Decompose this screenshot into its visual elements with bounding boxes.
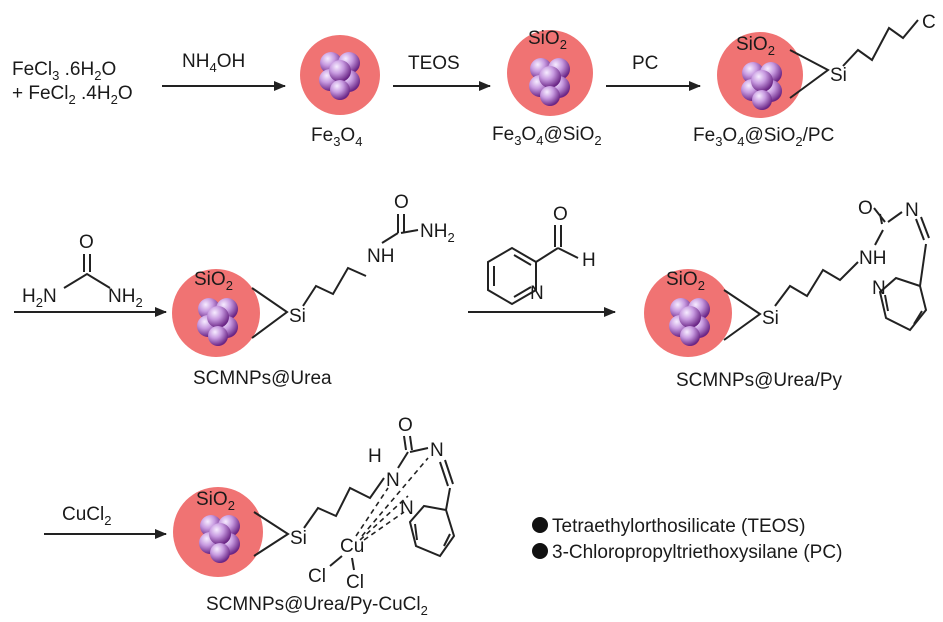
imine-n: N — [430, 440, 444, 461]
shell-label-sio2: SiO2 — [736, 34, 775, 58]
reagent-ammonium-hydroxide: NH4OH — [182, 51, 245, 75]
legend: Tetraethylorthosilicate (TEOS) 3-Chlorop… — [532, 516, 842, 563]
pyridine-n: N — [400, 498, 414, 519]
shell-label-sio2: SiO2 — [528, 28, 567, 52]
aldehyde-h: H — [582, 250, 596, 271]
nanoparticle-fe3o4-sio2 — [507, 30, 593, 116]
siloxane-bonds — [789, 49, 830, 99]
amide-h: H — [368, 446, 382, 467]
pyridine-n: N — [530, 283, 544, 304]
atom-si: Si — [289, 306, 306, 327]
atom-si: Si — [290, 528, 307, 549]
carbonyl-o: O — [398, 415, 413, 436]
pyridine-ring — [878, 243, 928, 332]
carbonyl-o: O — [858, 198, 873, 219]
label-fe3o4: Fe3O4 — [311, 125, 362, 149]
urea-nh: NH — [367, 246, 394, 267]
label-scmnps-urea-py: SCMNPs@Urea/Py — [676, 370, 843, 391]
legend-teos: Tetraethylorthosilicate (TEOS) — [552, 516, 805, 537]
propyl-chain — [842, 19, 919, 67]
reagent-pc: PC — [632, 53, 658, 74]
shell-label-sio2: SiO2 — [194, 269, 233, 293]
reagent-teos: TEOS — [408, 53, 460, 74]
propyl-chain — [774, 261, 859, 307]
urea-terminal-nh2: NH2 — [420, 221, 455, 245]
shell-label-sio2: SiO2 — [196, 489, 235, 513]
label-scmnps-urea-py-cucl2: SCMNPs@Urea/Py-CuCl2 — [206, 594, 428, 617]
atom-si: Si — [762, 308, 779, 329]
coordination-bonds — [355, 457, 429, 541]
reactant-ferrous-chloride: + FeCl2 .4H2O — [12, 83, 133, 107]
legend-bullet-teos — [532, 517, 548, 533]
amide-nh: NH — [859, 248, 886, 269]
urea-carbonyl-o: O — [394, 192, 409, 213]
atom-si: Si — [830, 65, 847, 86]
imine-n: N — [905, 200, 919, 221]
siloxane-bonds — [723, 289, 762, 341]
legend-pc: 3-Chloropropyltriethoxysilane (PC) — [552, 542, 842, 563]
siloxane-bonds — [253, 511, 290, 557]
siloxane-bonds — [251, 287, 289, 339]
chloride-2: Cl — [346, 572, 364, 593]
nanoparticle-scmnps-urea-py — [644, 269, 732, 357]
propyl-chain — [303, 477, 385, 529]
legend-bullet-pc — [532, 543, 548, 559]
shell-label-sio2: SiO2 — [666, 269, 705, 293]
urea-nh2: NH2 — [108, 286, 143, 310]
reagent-copper-chloride: CuCl2 — [62, 504, 111, 528]
nanoparticle-scmnps-urea-py-cucl2 — [173, 487, 263, 577]
pyridine-n: N — [872, 278, 886, 299]
nanoparticle-fe3o4-sio2-pc — [717, 32, 803, 118]
urea-o: O — [79, 232, 94, 253]
chain-terminal-c: C — [922, 12, 936, 33]
copper-atom: Cu — [340, 536, 364, 557]
chloride-1: Cl — [308, 566, 326, 587]
label-scmnps-urea: SCMNPs@Urea — [193, 368, 332, 389]
label-fe3o4-sio2-pc: Fe3O4@SiO2/PC — [693, 125, 834, 149]
pyridine-ring — [408, 487, 456, 558]
aldehyde-o: O — [553, 204, 568, 225]
propyl-chain — [302, 266, 367, 307]
urea-cn-bonds — [63, 272, 111, 289]
label-fe3o4-sio2: Fe3O4@SiO2 — [492, 124, 602, 148]
nanoparticle-scmnps-urea — [172, 269, 260, 357]
urea-h2n: H2N — [22, 286, 57, 310]
nanoparticle-fe3o4 — [300, 35, 380, 115]
pyridine-carboxaldehyde — [487, 225, 579, 306]
amide-n: N — [386, 470, 400, 491]
reactant-ferric-chloride: FeCl3 .6H2O — [12, 59, 116, 83]
